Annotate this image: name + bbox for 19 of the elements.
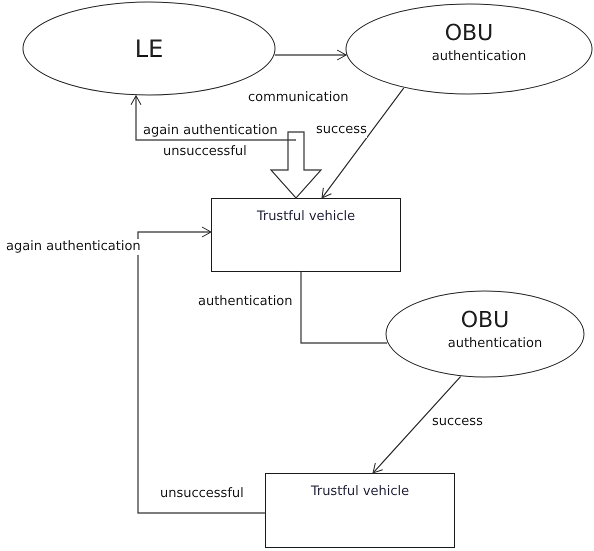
node-title: Trustful vehicle <box>310 484 410 500</box>
node-title: LE <box>134 36 164 60</box>
arrow <box>137 226 265 514</box>
block-arrow <box>270 131 322 199</box>
node-subtitle: authentication <box>448 336 542 352</box>
note-label: again authentication <box>6 239 141 256</box>
node-title: OBU <box>444 23 494 45</box>
arrow <box>322 88 404 198</box>
node-subtitle: authentication <box>432 49 526 66</box>
arrow <box>274 50 347 60</box>
node-title: OBU <box>460 310 510 332</box>
ellipse-node <box>385 290 585 378</box>
connector-line <box>300 272 388 344</box>
process-box <box>211 198 401 272</box>
arrow <box>130 95 296 141</box>
process-box <box>265 473 455 548</box>
edge-label: again authentication <box>143 123 278 140</box>
node-title: Trustful vehicle <box>256 209 356 226</box>
arrow <box>372 376 462 474</box>
